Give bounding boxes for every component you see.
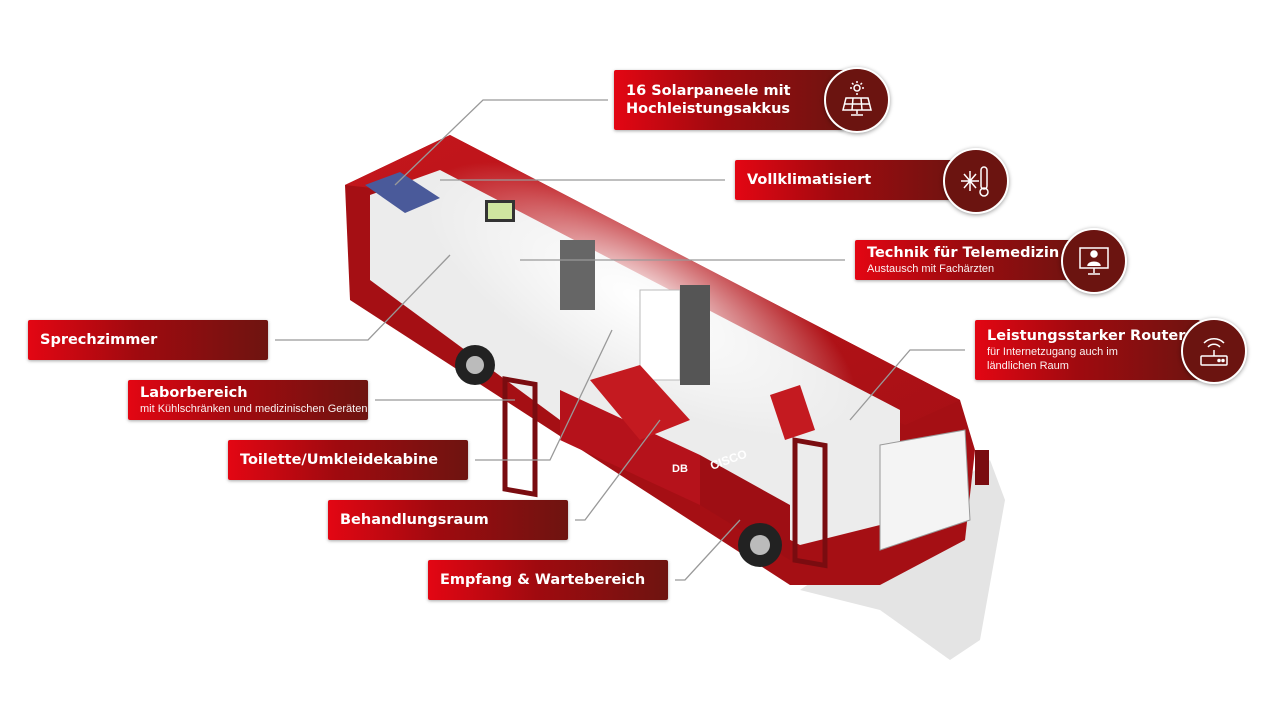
feature-title: Vollklimatisiert bbox=[747, 172, 872, 188]
area-title: Behandlungsraum bbox=[340, 512, 489, 528]
feature-title-line2: Hochleistungsakkus bbox=[626, 101, 791, 117]
area-title: Empfang & Wartebereich bbox=[440, 572, 646, 588]
feature-subtitle-line2: ländlichen Raum bbox=[987, 360, 1069, 372]
router-wifi-icon bbox=[1181, 318, 1247, 384]
solar-panels bbox=[365, 172, 440, 213]
feature-title: Technik für Telemedizin bbox=[867, 245, 1060, 261]
area-title: Toilette/Umkleidekabine bbox=[240, 452, 439, 468]
feature-subtitle: für Internetzugang auch im bbox=[987, 346, 1118, 358]
monitor-doctor-icon bbox=[1061, 228, 1127, 294]
area-reception: Empfang & Wartebereich bbox=[428, 560, 668, 600]
area-subtitle: mit Kühlschränken und medizinischen Gerä… bbox=[140, 403, 368, 415]
area-title: Sprechzimmer bbox=[40, 332, 158, 348]
area-laboratory: Laborbereich mit Kühlschränken und mediz… bbox=[128, 380, 368, 420]
area-toilet: Toilette/Umkleidekabine bbox=[228, 440, 468, 480]
feature-subtitle: Austausch mit Fachärzten bbox=[867, 263, 995, 275]
db-logo: DB bbox=[672, 463, 688, 475]
feature-title: Leistungsstarker Router bbox=[987, 328, 1186, 344]
feature-title: 16 Solarpaneele mit bbox=[626, 83, 791, 99]
area-title: Laborbereich bbox=[140, 385, 248, 401]
feature-climate: Vollklimatisiert bbox=[735, 160, 960, 200]
snowflake-thermometer-icon bbox=[943, 148, 1009, 214]
feature-router: Leistungsstarker Router für Internetzuga… bbox=[975, 320, 1200, 380]
area-consultation-room: Sprechzimmer bbox=[28, 320, 268, 360]
area-treatment-room: Behandlungsraum bbox=[328, 500, 568, 540]
feature-telemedicine: Technik für Telemedizin Austausch mit Fa… bbox=[855, 240, 1080, 280]
solar-panel-icon bbox=[824, 67, 890, 133]
feature-solar: 16 Solarpaneele mit Hochleistungsakkus bbox=[614, 70, 844, 130]
